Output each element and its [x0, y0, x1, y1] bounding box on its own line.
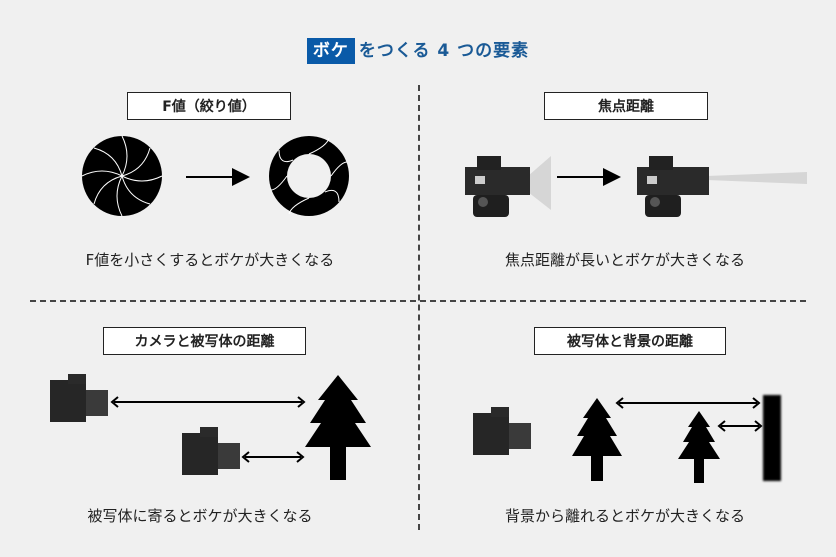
title-highlight: ボケ — [306, 38, 355, 64]
panel-label-focal: 焦点距離 — [544, 92, 708, 120]
background-wall — [763, 395, 781, 481]
aperture-open-icon — [81, 135, 163, 217]
double-arrow-near-icon — [717, 420, 763, 432]
camera-wide-icon — [465, 156, 551, 217]
double-arrow-far-icon — [110, 396, 306, 408]
tree-far-icon — [678, 411, 720, 483]
panel-caption-fvalue: F値を小さくするとボケが大きくなる — [85, 251, 335, 269]
panel-caption-subject-background: 背景から離れるとボケが大きくなる — [504, 507, 745, 525]
double-arrow-far-icon — [615, 397, 761, 409]
panel-label-camera-subject: カメラと被写体の距離 — [103, 327, 306, 355]
panel-caption-camera-subject: 被写体に寄るとボケが大きくなる — [87, 507, 313, 525]
panel-label-subject-background: 被写体と背景の距離 — [534, 327, 726, 355]
camera-tele-icon — [637, 156, 807, 217]
camera-far-icon — [50, 374, 108, 422]
tree-near-icon — [572, 398, 622, 481]
panel-label-fvalue: F値（絞り値） — [127, 92, 291, 120]
title-rest: をつくる 4 つの要素 — [358, 41, 530, 61]
camera-near-icon — [182, 427, 240, 475]
horizontal-divider — [30, 300, 806, 302]
vertical-divider — [418, 85, 420, 530]
arrow-right-icon — [557, 168, 621, 186]
panel-caption-focal: 焦点距離が長いとボケが大きくなる — [504, 251, 745, 269]
aperture-wide-icon — [269, 136, 349, 216]
main-title: ボケをつくる 4 つの要素 — [0, 36, 836, 64]
arrow-right-icon — [186, 168, 250, 186]
tree-subject-icon — [305, 375, 371, 480]
double-arrow-near-icon — [241, 451, 305, 463]
camera-icon — [473, 407, 531, 455]
